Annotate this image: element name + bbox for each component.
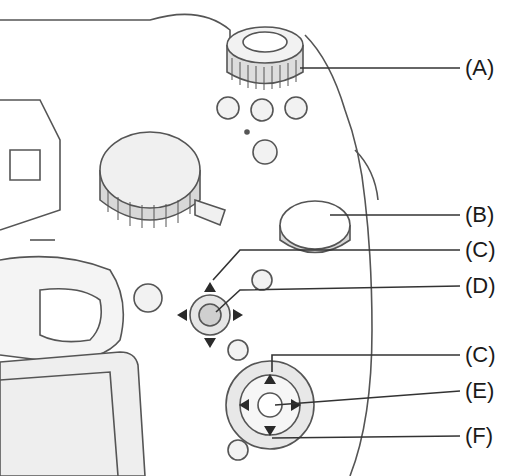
callout-label: (C) xyxy=(465,239,496,261)
callout-label: (D) xyxy=(465,275,496,297)
callout-label: (B) xyxy=(465,204,494,226)
callout-label: (F) xyxy=(465,425,493,447)
body-outline xyxy=(0,14,230,40)
callout-label: (E) xyxy=(465,380,494,402)
callout-label: (C) xyxy=(465,344,496,366)
body-outline xyxy=(305,35,372,476)
callout-label: (A) xyxy=(465,57,494,79)
